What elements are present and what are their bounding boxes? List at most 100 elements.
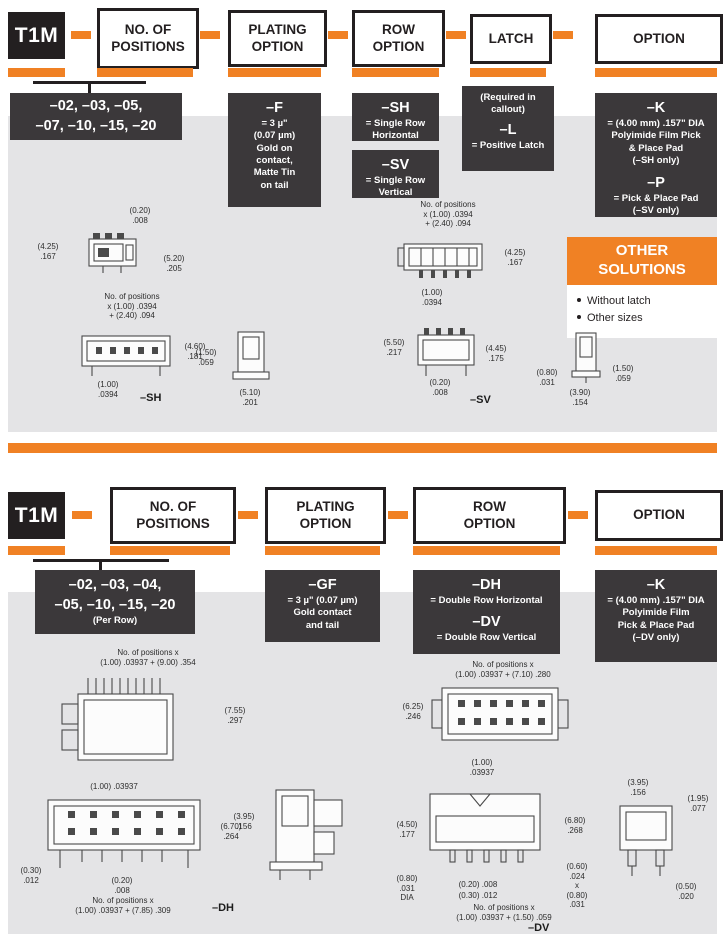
orange-underline xyxy=(228,68,321,77)
option-p-desc: = Pick & Place Pad (–SV only) xyxy=(613,193,699,217)
dash-icon xyxy=(388,511,408,519)
dim-label: (0.20) .008 xyxy=(111,876,133,895)
view-label-dv: –DV xyxy=(528,922,550,934)
list-item: Other sizes xyxy=(577,310,707,328)
dim-label: (1.00) .03937 xyxy=(90,782,138,791)
plating-values-box-bottom: –GF = 3 µ" (0.07 µm) Gold contact and ta… xyxy=(265,570,380,642)
row-dh-code: –DH xyxy=(471,577,501,593)
latch-values-box: (Required in callout) –L = Positive Latc… xyxy=(462,86,554,171)
row-sh-box: –SH = Single Row Horizontal xyxy=(352,93,439,141)
dim-label: (1.50) .059 xyxy=(195,348,217,367)
row-dv-code: –DV xyxy=(472,614,501,631)
positions-values-box-bottom: –02, –03, –04, –05, –10, –15, –20 (Per R… xyxy=(35,570,195,634)
dim-label: (0.20) .008 xyxy=(429,378,451,397)
sv-top-view xyxy=(397,243,483,278)
dim-label: (0.30) .012 xyxy=(458,891,498,900)
row-sv-desc: = Single Row Vertical xyxy=(365,174,426,199)
option-k-code: –K xyxy=(646,100,666,116)
latch-note: (Required in callout) xyxy=(480,92,536,115)
builder-no-of-positions: NO. OF POSITIONS xyxy=(97,8,199,69)
plating-code: –F xyxy=(266,100,283,116)
dim-label: (4.45) .175 xyxy=(485,344,507,363)
drawing-sh-front: No. of positions x (1.00) .0394 + (2.40)… xyxy=(66,292,211,408)
row-dv-desc: = Double Row Vertical xyxy=(436,632,537,644)
builder-plating-option: PLATING OPTION xyxy=(265,487,386,544)
list-item: Without latch xyxy=(577,293,707,311)
sh-front-view xyxy=(81,335,171,376)
dim-label: No. of positions x (1.00) .03937 + (9.00… xyxy=(100,648,196,667)
dim-label: (1.00) .0394 xyxy=(421,288,443,307)
positions-note: (Per Row) xyxy=(92,615,138,627)
orange-underline xyxy=(595,68,717,77)
other-solutions-title: OTHER SOLUTIONS xyxy=(567,237,717,285)
dim-label: (0.20) .008 xyxy=(458,880,498,889)
sv-side-view xyxy=(571,332,601,383)
option-k-code: –K xyxy=(646,577,666,593)
dash-icon xyxy=(553,31,573,39)
option-values-box-bottom: –K = (4.00 mm) .157" DIA Polyimide Film … xyxy=(595,570,717,662)
dim-label: (0.80) .031 DIA xyxy=(396,874,418,903)
drawing-sv-front: (5.50) .217 (4.45) .175 (0.20) .008 –SV xyxy=(378,316,506,411)
drawing-sv-topview: No. of positions x (1.00) .0394 + (2.40)… xyxy=(382,200,532,312)
sh-side-view xyxy=(232,331,270,380)
orange-underline xyxy=(8,546,65,555)
dash-icon xyxy=(200,31,220,39)
view-label-dh: –DH xyxy=(212,902,235,914)
drawing-dh-top: No. of positions x (1.00) .03937 + (9.00… xyxy=(38,648,253,780)
orange-underline xyxy=(110,546,230,555)
option-values-box: –K = (4.00 mm) .157" DIA Polyimide Film … xyxy=(595,93,717,217)
sv-front-view xyxy=(417,328,475,376)
dash-icon xyxy=(238,511,258,519)
bullet-icon xyxy=(577,315,581,320)
dash-icon xyxy=(446,31,466,39)
dim-label: (1.50) .059 xyxy=(612,364,634,383)
row-sv-code: –SV xyxy=(381,157,410,173)
row-dh-desc: = Double Row Horizontal xyxy=(430,594,543,606)
view-label-sv: –SV xyxy=(470,394,491,406)
dim-label: (0.80) .031 xyxy=(536,368,558,387)
drawing-sh-side: (1.50) .059 (5.10) .201 xyxy=(190,322,290,407)
dim-label: No. of positions x (1.00) .0394 + (2.40)… xyxy=(104,292,160,321)
orange-underline xyxy=(413,546,560,555)
drawing-dv-end: (3.95) .156 (1.95) .077 (0.50) .020 xyxy=(600,778,718,913)
drawing-sh-profile: (0.20) .008 (4.25) .167 (5.20) .205 xyxy=(28,206,198,306)
positions-values: –02, –03, –04, –05, –10, –15, –20 xyxy=(54,577,176,613)
orange-underline xyxy=(352,68,439,77)
drawing-dh-front: (1.00) .03937 (6.70) .264 (0.30) .012 (0… xyxy=(16,782,251,922)
row-sh-desc: = Single Row Horizontal xyxy=(365,117,426,142)
series-box: T1M xyxy=(8,12,65,59)
builder-row-option: ROW OPTION xyxy=(352,10,445,67)
positions-values: –02, –03, –05, –07, –10, –15, –20 xyxy=(35,97,157,134)
other-solutions-item: Without latch xyxy=(587,294,651,307)
builder-latch: LATCH xyxy=(470,14,552,64)
dim-label: (0.20) .008 xyxy=(129,206,151,225)
dv-front-view xyxy=(431,687,569,741)
orange-underline xyxy=(595,546,717,555)
dim-label: (4.60) .181 xyxy=(184,342,206,361)
plating-code: –GF xyxy=(308,577,337,593)
builder-no-of-positions: NO. OF POSITIONS xyxy=(110,487,236,544)
drawing-dh-side: (3.95) .156 xyxy=(228,778,368,890)
section-divider xyxy=(8,443,717,453)
view-label-sh: –SH xyxy=(140,392,162,404)
plating-desc: = 3 µ" (0.07 µm) Gold contact and tail xyxy=(287,594,358,631)
orange-underline xyxy=(265,546,380,555)
plating-values-box: –F = 3 µ" (0.07 µm) Gold on contact, Mat… xyxy=(228,93,321,207)
bullet-icon xyxy=(577,297,581,302)
dash-icon xyxy=(71,31,91,39)
dim-label: (3.95) .156 xyxy=(627,778,649,797)
row-sv-box: –SV = Single Row Vertical xyxy=(352,150,439,198)
dim-label: (1.95) .077 xyxy=(687,794,709,813)
drawing-dv-front: No. of positions x (1.00) .03937 + (7.10… xyxy=(398,660,588,782)
drawing-sv-side: (0.80) .031 (1.50) .059 (3.90) .154 xyxy=(532,324,637,407)
dim-label: (0.60) .024 x (0.80) .031 xyxy=(566,862,588,910)
dim-label: (4.25) .167 xyxy=(37,242,59,261)
orange-underline xyxy=(470,68,546,77)
dv-side-view xyxy=(429,793,541,863)
dim-label: (6.25) .246 xyxy=(402,702,424,721)
connector-line xyxy=(88,81,91,94)
dim-label: (5.10) .201 xyxy=(239,388,261,407)
dim-label: No. of positions x (1.00) .0394 + (2.40)… xyxy=(420,200,476,229)
series-box: T1M xyxy=(8,492,65,539)
